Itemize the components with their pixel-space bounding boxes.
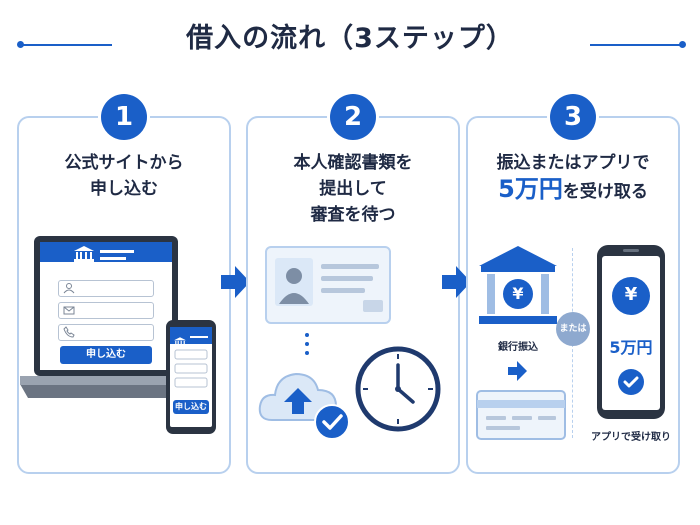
bank-transfer-label: 銀行振込 bbox=[498, 342, 538, 353]
phone-apply-button[interactable]: 申し込む bbox=[173, 400, 209, 414]
bank-building-icon bbox=[477, 244, 559, 334]
dotted-connector bbox=[304, 332, 310, 366]
coin-yen-symbol: ¥ bbox=[624, 284, 638, 305]
phone-icon bbox=[63, 326, 75, 338]
apply-button[interactable]: 申し込む bbox=[60, 346, 152, 364]
bank-yen-symbol: ¥ bbox=[512, 284, 524, 303]
title-left-line bbox=[20, 44, 112, 46]
step-3-line1: 振込またはアプリで bbox=[496, 153, 650, 173]
yen-coin-icon bbox=[611, 276, 651, 320]
phone-amount: 5万円 bbox=[609, 338, 653, 357]
phone-header-line bbox=[190, 336, 208, 338]
bank-icon bbox=[74, 246, 94, 266]
step-3-badge: 3 bbox=[550, 94, 596, 140]
step-2-line2: 提出して bbox=[319, 179, 387, 199]
step-2-text: 本人確認書類を 提出して 審査を待つ bbox=[246, 150, 460, 228]
phone-check-icon bbox=[617, 368, 645, 400]
or-badge: または bbox=[556, 312, 590, 346]
step-1-line2: 申し込む bbox=[90, 179, 158, 199]
step-3-line2-rest: を受け取る bbox=[562, 182, 648, 202]
title-right-dot bbox=[679, 41, 686, 48]
check-circle-icon bbox=[313, 403, 351, 445]
clock-icon bbox=[355, 346, 441, 436]
step-1-badge: 1 bbox=[101, 94, 147, 140]
step-2-line3: 審査を待つ bbox=[310, 205, 396, 225]
step-2-line1: 本人確認書類を bbox=[293, 153, 413, 173]
step-1-line1: 公式サイトから bbox=[64, 153, 184, 173]
id-card-icon bbox=[265, 246, 391, 328]
step-3-line2: 5万円を受け取る bbox=[466, 176, 680, 205]
bankbook-icon bbox=[476, 390, 566, 444]
phone-field[interactable] bbox=[58, 324, 154, 341]
phone-bank-icon bbox=[174, 332, 186, 351]
arrow-right-icon bbox=[221, 264, 251, 304]
user-icon bbox=[63, 283, 75, 294]
step-2-badge: 2 bbox=[330, 94, 376, 140]
step-3-text: 振込またはアプリで 5万円を受け取る bbox=[466, 150, 680, 205]
email-field[interactable] bbox=[58, 302, 154, 319]
header-bar-line-1 bbox=[100, 250, 134, 253]
mail-icon bbox=[63, 306, 75, 315]
page-title: 借入の流れ（3ステップ） bbox=[186, 23, 514, 54]
arrow-right-icon bbox=[442, 264, 472, 304]
step-3-amount: 5万円 bbox=[498, 175, 563, 203]
name-field[interactable] bbox=[58, 280, 154, 297]
header-bar-line-2 bbox=[100, 257, 126, 260]
step-1-text: 公式サイトから 申し込む bbox=[17, 150, 231, 202]
app-receive-label: アプリで受け取り bbox=[591, 432, 671, 443]
title-right-line bbox=[590, 44, 682, 46]
arrow-down-right-icon bbox=[508, 360, 528, 386]
